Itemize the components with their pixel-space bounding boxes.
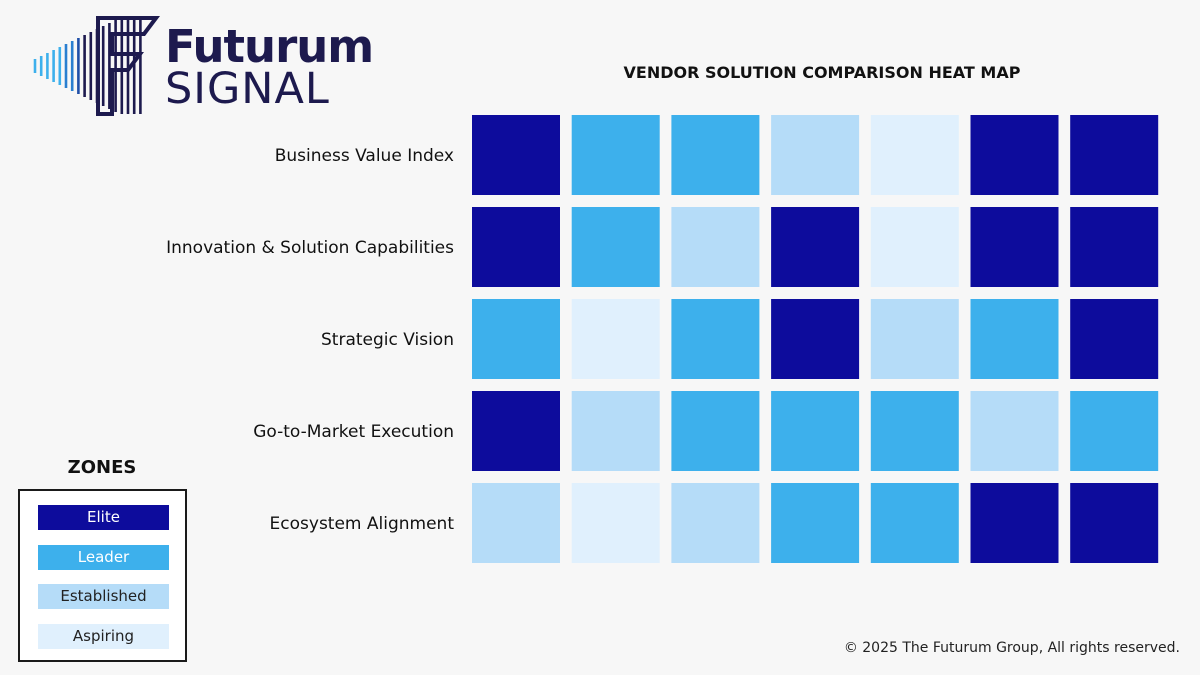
heatmap-cell — [870, 483, 959, 563]
heatmap-cell — [1070, 391, 1159, 471]
heatmap-cell — [472, 207, 560, 287]
heatmap-cell — [970, 299, 1059, 379]
heatmap-cell — [671, 391, 760, 471]
legend-item-aspiring: Aspiring — [38, 623, 169, 649]
heatmap-cell — [571, 391, 660, 471]
zones-legend: Elite Leader Established Aspiring — [18, 489, 187, 662]
heatmap-cell — [771, 391, 860, 471]
heatmap-cell — [970, 115, 1059, 195]
heatmap-cell — [571, 207, 660, 287]
heatmap-cell — [472, 299, 560, 379]
heatmap-cell — [870, 115, 959, 195]
heatmap-cell — [571, 115, 660, 195]
heatmap-cell — [571, 299, 660, 379]
row-label: Strategic Vision — [321, 330, 454, 350]
heatmap-cell — [771, 299, 860, 379]
heatmap-cell — [1070, 299, 1159, 379]
heatmap-cell — [771, 483, 860, 563]
copyright-text: © 2025 The Futurum Group, All rights res… — [843, 640, 1180, 656]
chart-title: VENDOR SOLUTION COMPARISON HEAT MAP — [623, 63, 1021, 82]
heatmap-cell — [771, 207, 860, 287]
heatmap-cell — [671, 299, 760, 379]
heatmap-cell — [970, 391, 1059, 471]
row-label: Go-to-Market Execution — [253, 422, 454, 442]
legend-title: ZONES — [67, 457, 137, 478]
heatmap-cell — [970, 207, 1059, 287]
heatmap-cell — [870, 207, 959, 287]
futurum-signal-logo-icon — [33, 16, 160, 116]
legend-item-leader: Leader — [38, 544, 169, 570]
row-label: Business Value Index — [275, 146, 454, 166]
heatmap-cell — [472, 115, 560, 195]
heatmap-cell — [970, 483, 1059, 563]
heatmap-cell — [1070, 483, 1159, 563]
logo-f-shape — [96, 16, 160, 116]
heatmap-cell — [671, 115, 760, 195]
logo-wordmark-signal: SIGNAL — [165, 64, 330, 114]
legend-item-established: Established — [38, 584, 169, 609]
futurum-signal-logo: Futurum SIGNAL — [30, 14, 374, 118]
legend-item-elite: Elite — [38, 505, 169, 530]
heatmap-cell — [671, 483, 760, 563]
heatmap-cell — [771, 115, 860, 195]
row-label: Innovation & Solution Capabilities — [166, 238, 454, 258]
heatmap-cell — [870, 391, 959, 471]
heatmap-cell — [671, 207, 760, 287]
heatmap-cell — [870, 299, 959, 379]
heatmap-cell — [472, 391, 560, 471]
heatmap-cell — [1070, 207, 1159, 287]
logo-wordmark-futurum: Futurum — [165, 20, 374, 73]
heatmap-cell — [571, 483, 660, 563]
heatmap-cell — [472, 483, 560, 563]
row-label: Ecosystem Alignment — [270, 514, 455, 534]
heatmap-cell — [1070, 115, 1159, 195]
